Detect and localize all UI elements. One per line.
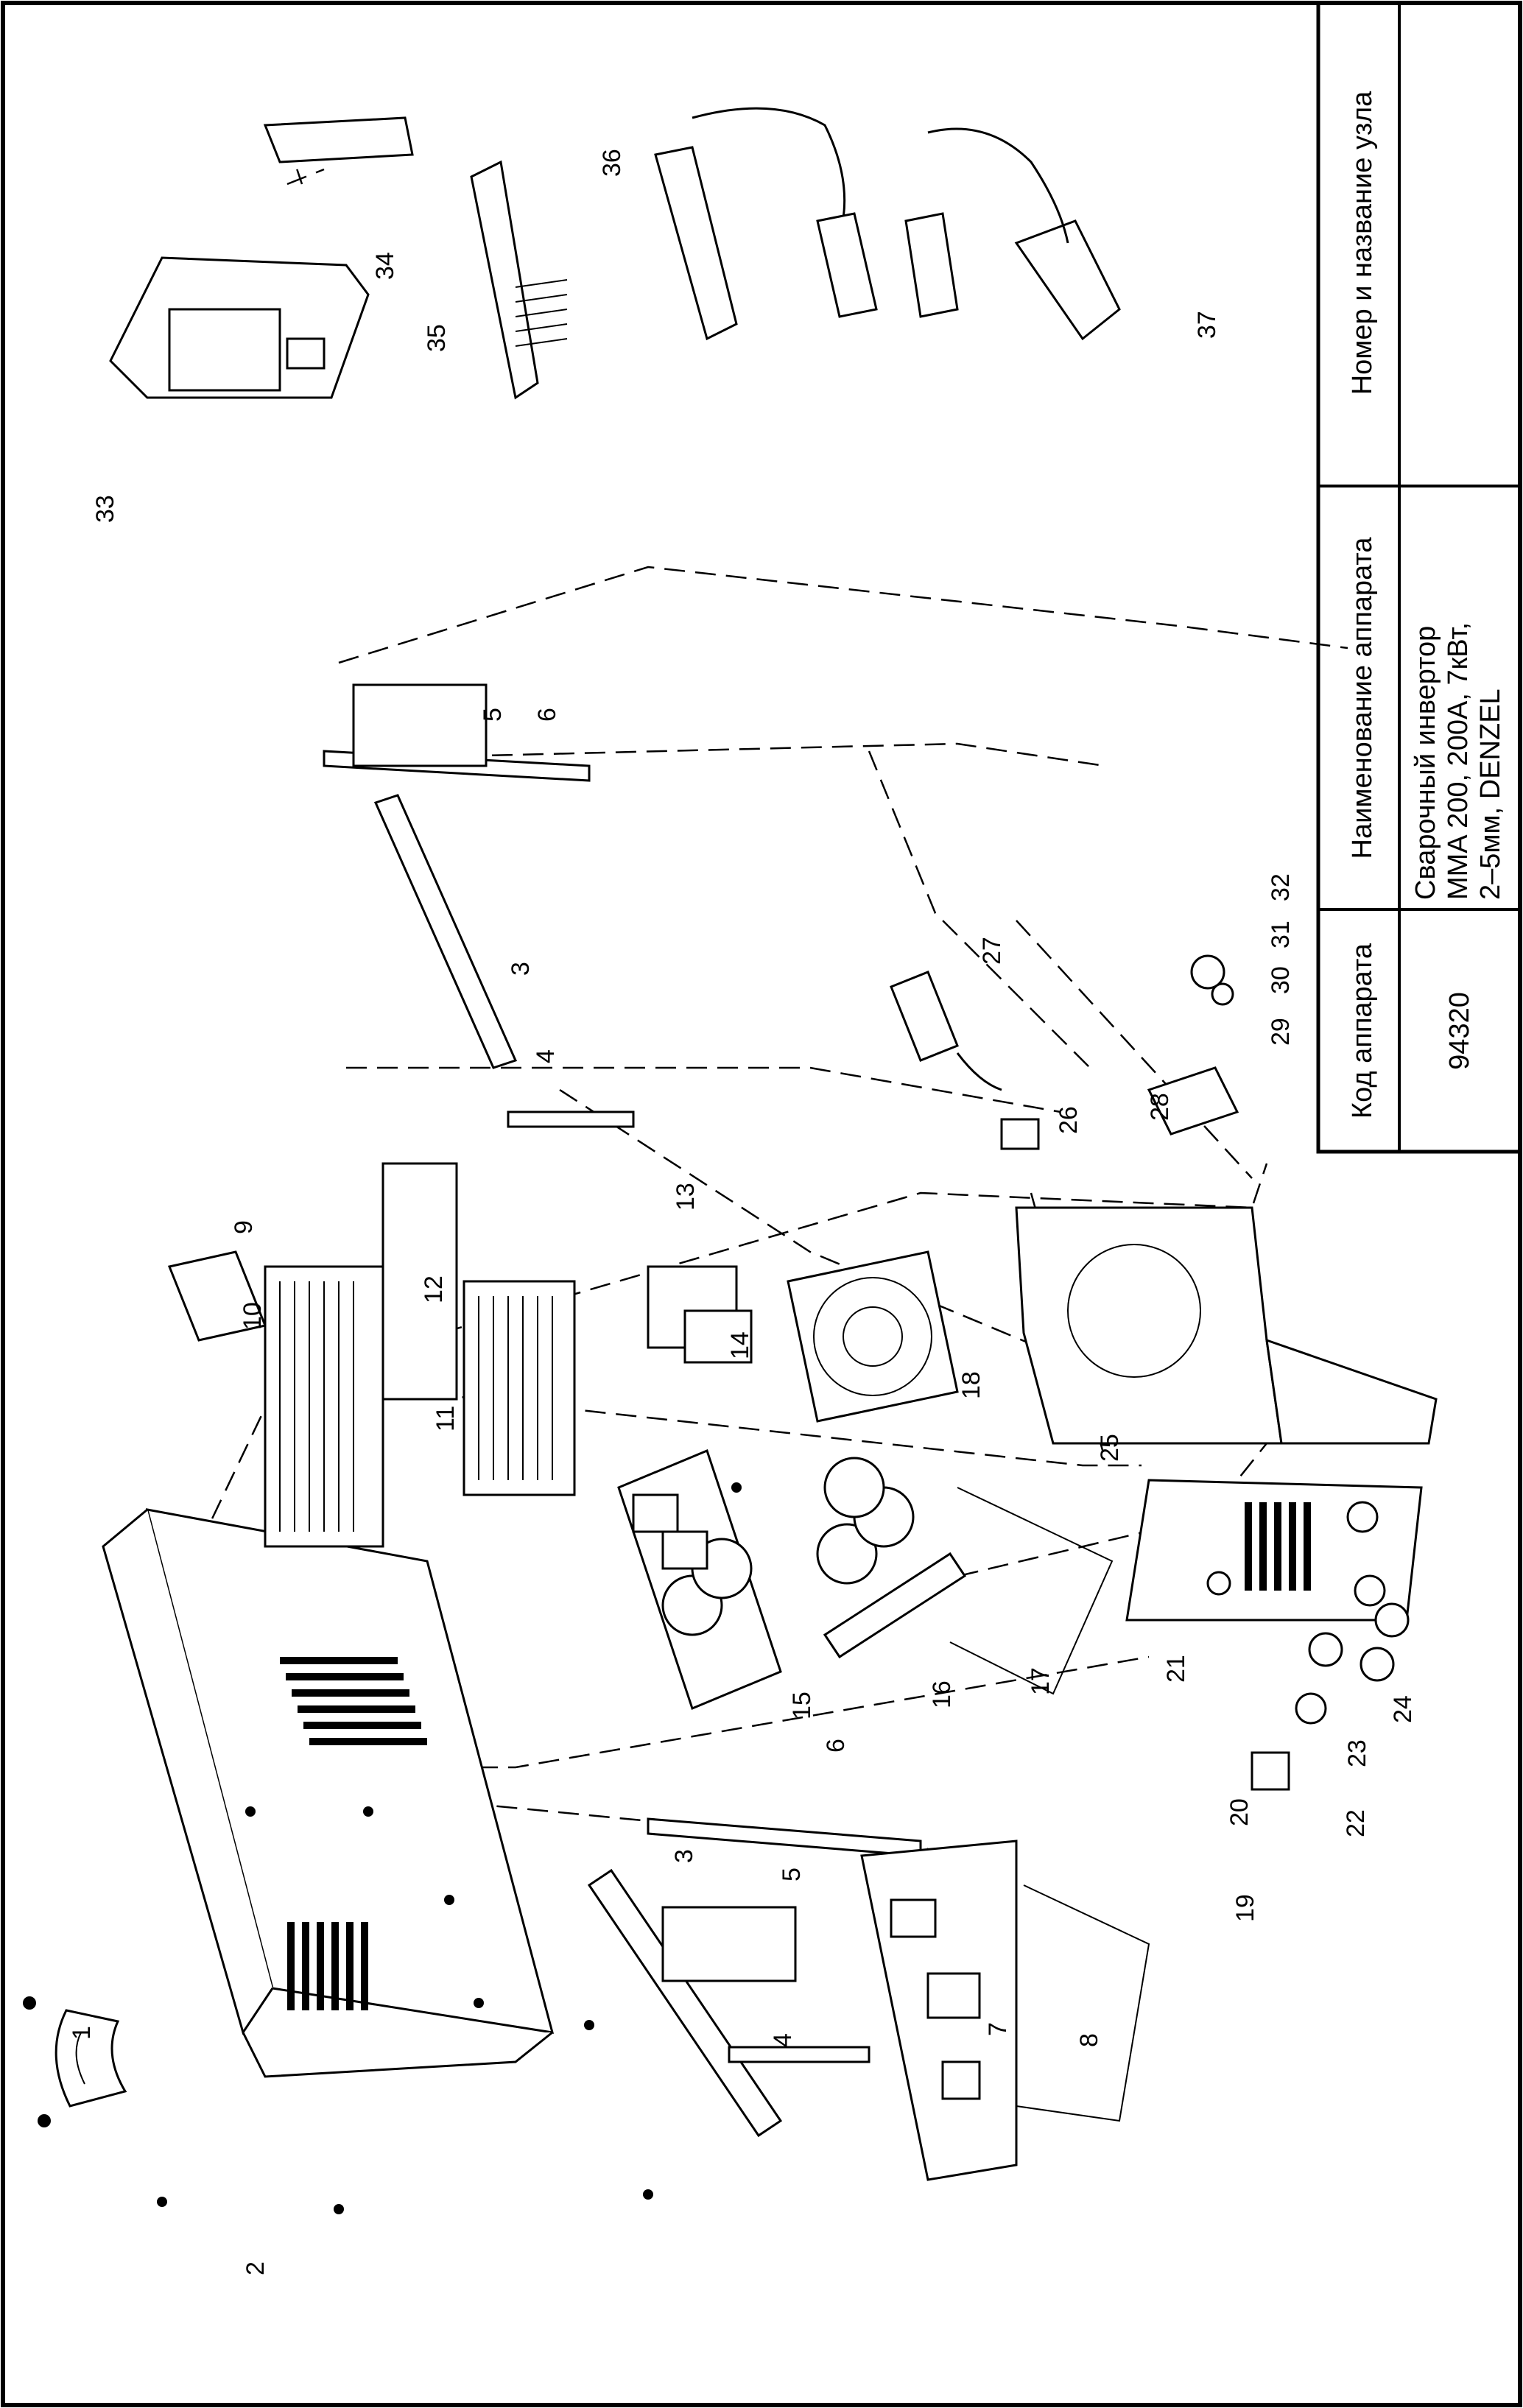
inverter-board	[617, 1448, 782, 1711]
device-name-line1: Сварочный инвертор	[1410, 626, 1441, 900]
callout-22: 22	[1342, 1809, 1370, 1837]
callout-31: 31	[1267, 920, 1295, 948]
callout-5a: 5	[778, 1867, 806, 1881]
callout-26: 26	[1055, 1106, 1083, 1134]
callout-4b: 4	[532, 1049, 560, 1063]
callout-12: 12	[420, 1275, 448, 1303]
housing-cover	[102, 1508, 555, 2078]
callout-17: 17	[1027, 1667, 1055, 1695]
callout-9: 9	[230, 1220, 258, 1234]
callout-23: 23	[1343, 1739, 1371, 1767]
handle	[54, 2009, 127, 2108]
callout-16: 16	[928, 1680, 956, 1708]
heatsinks	[167, 1162, 753, 1548]
callout-3a: 3	[670, 1849, 698, 1863]
callout-27: 27	[978, 937, 1006, 965]
header-unit: Номер и название узла	[1347, 91, 1378, 395]
callout-11: 11	[432, 1406, 460, 1432]
callout-2: 2	[242, 2261, 270, 2275]
cooling-fan	[787, 1250, 959, 1423]
header-name: Наименование аппарата	[1347, 537, 1378, 859]
callout-7: 7	[984, 2022, 1012, 2036]
welding-mask	[109, 116, 414, 399]
callout-28: 28	[1146, 1093, 1174, 1121]
callout-35: 35	[423, 324, 451, 352]
callout-3b: 3	[507, 962, 535, 976]
callout-6b: 6	[533, 708, 561, 722]
callout-6a: 6	[822, 1739, 850, 1753]
callout-18: 18	[957, 1371, 985, 1399]
callout-4a: 4	[769, 2033, 797, 2047]
callout-19: 19	[1231, 1894, 1259, 1922]
front-panel	[1125, 1479, 1423, 1791]
vent-slots-top	[280, 1657, 427, 1745]
callout-21: 21	[1162, 1655, 1190, 1683]
vent-slots-side	[287, 1922, 368, 2010]
callout-36: 36	[598, 149, 626, 177]
title-block: Код аппарата Наименование аппарата Номер…	[1316, 1, 1522, 1154]
device-name-line2: MMA 200, 200A, 7кВт,	[1443, 622, 1474, 900]
callout-37: 37	[1193, 311, 1221, 339]
callout-8: 8	[1075, 2033, 1103, 2047]
electrode-holder	[904, 127, 1121, 341]
callout-20: 20	[1225, 1798, 1253, 1826]
brush-hammer	[470, 160, 568, 400]
callout-13: 13	[672, 1183, 700, 1211]
rail-left	[587, 1817, 922, 2138]
callout-10: 10	[239, 1302, 267, 1330]
callout-34: 34	[371, 252, 399, 280]
callout-30: 30	[1267, 966, 1295, 994]
callout-1: 1	[68, 2026, 96, 2040]
callout-29: 29	[1267, 1018, 1295, 1046]
control-board	[860, 1840, 1150, 2181]
capacitor-board	[816, 1457, 1114, 1695]
callout-14: 14	[726, 1331, 754, 1359]
mains-plug	[890, 971, 1040, 1150]
rear-chassis	[1015, 1206, 1438, 1445]
callout-25: 25	[1096, 1434, 1124, 1462]
callout-24: 24	[1389, 1695, 1417, 1723]
callout-labels: 1 2 3 3 4 4 5 5 6 6 7 8 9 10 11 12 13 14…	[68, 149, 1417, 2275]
device-code: 94320	[1444, 992, 1475, 1070]
assembly-lines	[197, 139, 1348, 1850]
header-code: Код аппарата	[1347, 943, 1378, 1119]
earth-clamp	[654, 107, 878, 341]
callout-5b: 5	[479, 708, 507, 722]
callout-32: 32	[1267, 873, 1295, 901]
control-knob	[1147, 954, 1239, 1136]
callout-15: 15	[788, 1691, 816, 1719]
device-name-line3: 2–5мм, DENZEL	[1475, 689, 1506, 900]
callout-33: 33	[91, 495, 119, 523]
rail-top	[323, 683, 635, 1128]
front-vents	[1245, 1502, 1311, 1591]
